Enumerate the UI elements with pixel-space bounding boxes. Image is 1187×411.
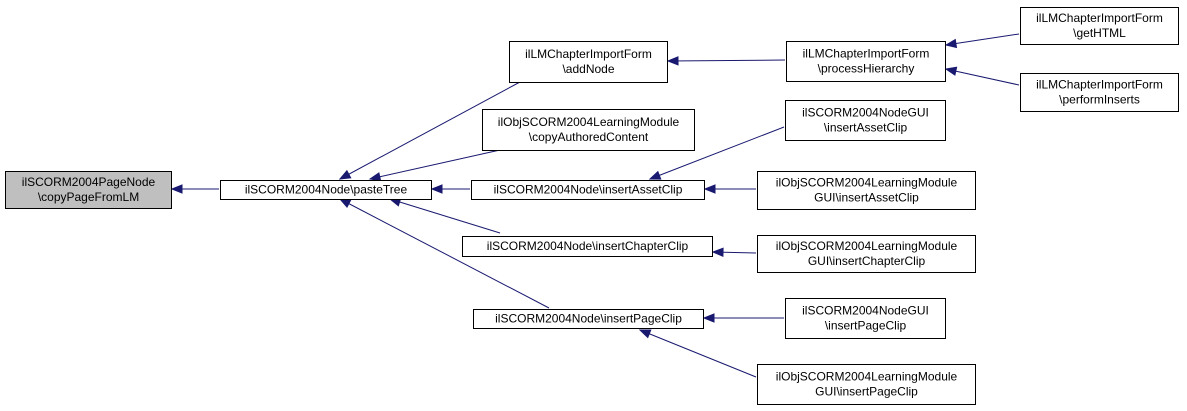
node-box[interactable] xyxy=(509,41,668,83)
node-label: \performInserts xyxy=(1059,93,1140,107)
node-box[interactable] xyxy=(785,298,946,339)
edges-layer xyxy=(170,33,1020,378)
node-box[interactable] xyxy=(757,171,976,210)
edge-line xyxy=(339,81,521,180)
edge-addNode-to-pasteTree xyxy=(338,81,521,180)
node-processHierarchy[interactable]: ilLMChapterImportForm\processHierarchy xyxy=(786,41,946,82)
edge-performInserts-to-processHierarchy xyxy=(944,66,1020,86)
edge-line xyxy=(369,149,501,180)
node-label: ilObjSCORM2004LearningModule xyxy=(498,115,680,129)
node-box[interactable] xyxy=(1020,7,1179,45)
node-box[interactable] xyxy=(471,180,705,200)
arrowhead-icon xyxy=(170,184,183,194)
node-label: ilObjSCORM2004LearningModule xyxy=(776,239,958,253)
node-label: ilSCORM2004Node\pasteTree xyxy=(245,183,408,197)
node-label: \processHierarchy xyxy=(818,62,915,76)
edge-line xyxy=(945,68,1020,86)
node-label: \addNode xyxy=(562,62,614,76)
node-getHTML[interactable]: ilLMChapterImportForm\getHTML xyxy=(1020,7,1179,45)
node-box[interactable] xyxy=(757,364,976,405)
node-label: ilLMChapterImportForm xyxy=(1036,78,1163,92)
node-label: ilSCORM2004NodeGUI xyxy=(802,106,929,120)
arrowhead-icon xyxy=(638,329,652,339)
edge-insertChapterClip-to-pasteTree xyxy=(388,197,501,234)
edge-line xyxy=(389,198,501,234)
node-box[interactable] xyxy=(757,235,976,273)
arrowhead-icon xyxy=(338,198,352,209)
node-label: ilLMChapterImportForm xyxy=(803,47,930,61)
edge-nodeGuiInsertAssetClip-to-insertAssetClip xyxy=(648,126,785,180)
node-label: ilObjSCORM2004LearningModule xyxy=(776,176,958,190)
arrowhead-icon xyxy=(702,313,715,323)
node-box[interactable] xyxy=(785,100,946,141)
node-lmGuiInsertPageClip[interactable]: ilObjSCORM2004LearningModuleGUI\insertPa… xyxy=(757,364,976,405)
node-label: ilLMChapterImportForm xyxy=(1036,11,1163,25)
node-box[interactable] xyxy=(482,109,695,151)
node-label: ilObjSCORM2004LearningModule xyxy=(776,370,958,384)
edge-processHierarchy-to-addNode xyxy=(666,56,786,66)
edge-insertAssetClip-to-pasteTree xyxy=(430,184,470,194)
node-nodeGuiInsertPageClip[interactable]: ilSCORM2004NodeGUI\insertPageClip xyxy=(785,298,946,339)
arrowhead-icon xyxy=(338,169,352,180)
edge-line xyxy=(639,329,757,378)
arrowhead-icon xyxy=(666,56,679,66)
node-insertAssetClip[interactable]: ilSCORM2004Node\insertAssetClip xyxy=(471,180,705,200)
node-label: ilSCORM2004Node\insertPageClip xyxy=(495,312,682,326)
node-lmGuiInsertChapterClip[interactable]: ilObjSCORM2004LearningModuleGUI\insertCh… xyxy=(757,235,976,273)
node-addNode[interactable]: ilLMChapterImportForm\addNode xyxy=(509,41,668,83)
edge-lmGuiInsertPageClip-to-insertPageClip xyxy=(638,329,757,378)
node-label: \getHTML xyxy=(1073,26,1126,40)
edge-lmGuiInsertAssetClip-to-insertAssetClip xyxy=(703,184,756,194)
arrowhead-icon xyxy=(711,247,724,257)
arrowhead-icon xyxy=(430,184,443,194)
edge-getHTML-to-processHierarchy xyxy=(944,33,1020,49)
arrowhead-icon xyxy=(944,38,958,49)
edge-line xyxy=(945,33,1020,46)
node-box[interactable] xyxy=(220,180,432,200)
arrowhead-icon xyxy=(648,170,662,180)
node-box[interactable] xyxy=(1020,73,1179,112)
arrowhead-icon xyxy=(703,184,716,194)
node-nodeGuiInsertAssetClip[interactable]: ilSCORM2004NodeGUI\insertAssetClip xyxy=(785,100,946,141)
nodes-layer: ilSCORM2004PageNode\copyPageFromLMilSCOR… xyxy=(5,7,1179,405)
edge-line xyxy=(667,59,786,62)
arrowhead-icon xyxy=(944,66,958,76)
edge-line xyxy=(649,126,785,180)
node-box[interactable] xyxy=(473,309,704,329)
edge-lmGuiInsertChapterClip-to-insertChapterClip xyxy=(711,247,757,257)
node-copyAuthoredContent[interactable]: ilObjSCORM2004LearningModule\copyAuthore… xyxy=(482,109,695,151)
arrowhead-icon xyxy=(368,172,382,182)
node-label: \copyAuthoredContent xyxy=(529,130,649,144)
node-insertChapterClip[interactable]: ilSCORM2004Node\insertChapterClip xyxy=(462,236,713,257)
node-pasteTree[interactable]: ilSCORM2004Node\pasteTree xyxy=(220,180,432,200)
node-label: \copyPageFromLM xyxy=(38,190,139,204)
node-label: ilSCORM2004NodeGUI xyxy=(802,304,929,318)
edge-line xyxy=(339,198,550,309)
node-box[interactable] xyxy=(786,41,946,82)
node-label: GUI\insertAssetClip xyxy=(814,191,919,205)
edge-pasteTree-to-copyPageFromLM xyxy=(170,184,219,194)
node-label: ilLMChapterImportForm xyxy=(525,47,652,61)
node-label: GUI\insertPageClip xyxy=(815,385,918,399)
node-label: \insertPageClip xyxy=(825,319,907,333)
edge-nodeGuiInsertPageClip-to-insertPageClip xyxy=(702,313,784,323)
node-insertPageClip[interactable]: ilSCORM2004Node\insertPageClip xyxy=(473,309,704,329)
node-performInserts[interactable]: ilLMChapterImportForm\performInserts xyxy=(1020,73,1179,112)
node-label: ilSCORM2004Node\insertAssetClip xyxy=(494,183,683,197)
node-label: \insertAssetClip xyxy=(824,121,908,135)
node-label: ilSCORM2004Node\insertChapterClip xyxy=(487,239,689,253)
node-copyPageFromLM[interactable]: ilSCORM2004PageNode\copyPageFromLM xyxy=(5,171,172,209)
node-lmGuiInsertAssetClip[interactable]: ilObjSCORM2004LearningModuleGUI\insertAs… xyxy=(757,171,976,210)
node-label: GUI\insertChapterClip xyxy=(808,254,926,268)
edge-copyAuthoredContent-to-pasteTree xyxy=(368,149,501,182)
node-box[interactable] xyxy=(5,171,172,209)
node-label: ilSCORM2004PageNode xyxy=(22,175,156,189)
node-box[interactable] xyxy=(462,236,713,257)
